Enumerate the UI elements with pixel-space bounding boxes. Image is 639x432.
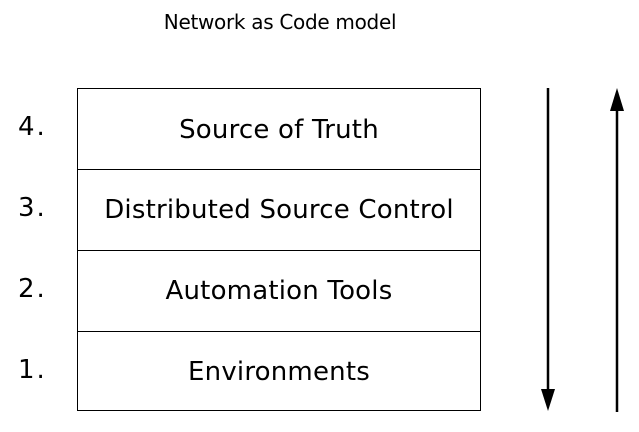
layer-automation-tools: Automation Tools bbox=[78, 250, 480, 331]
layer-label: Distributed Source Control bbox=[104, 195, 454, 225]
layer-number-1: 1. bbox=[18, 355, 47, 385]
layer-number-2: 2. bbox=[18, 274, 47, 304]
down-arrow bbox=[541, 88, 555, 411]
layer-environments: Environments bbox=[78, 331, 480, 412]
layer-label: Environments bbox=[188, 357, 370, 387]
layer-stack: Source of Truth Distributed Source Contr… bbox=[77, 88, 481, 411]
layer-distributed-source-control: Distributed Source Control bbox=[78, 169, 480, 250]
layer-number-4: 4. bbox=[18, 112, 47, 142]
diagram-title: Network as Code model bbox=[163, 10, 397, 34]
layer-label: Automation Tools bbox=[165, 276, 393, 306]
layer-label: Source of Truth bbox=[179, 114, 379, 145]
layer-number-3: 3. bbox=[18, 193, 47, 223]
layer-source-of-truth: Source of Truth bbox=[78, 89, 480, 170]
up-arrow bbox=[610, 88, 624, 412]
